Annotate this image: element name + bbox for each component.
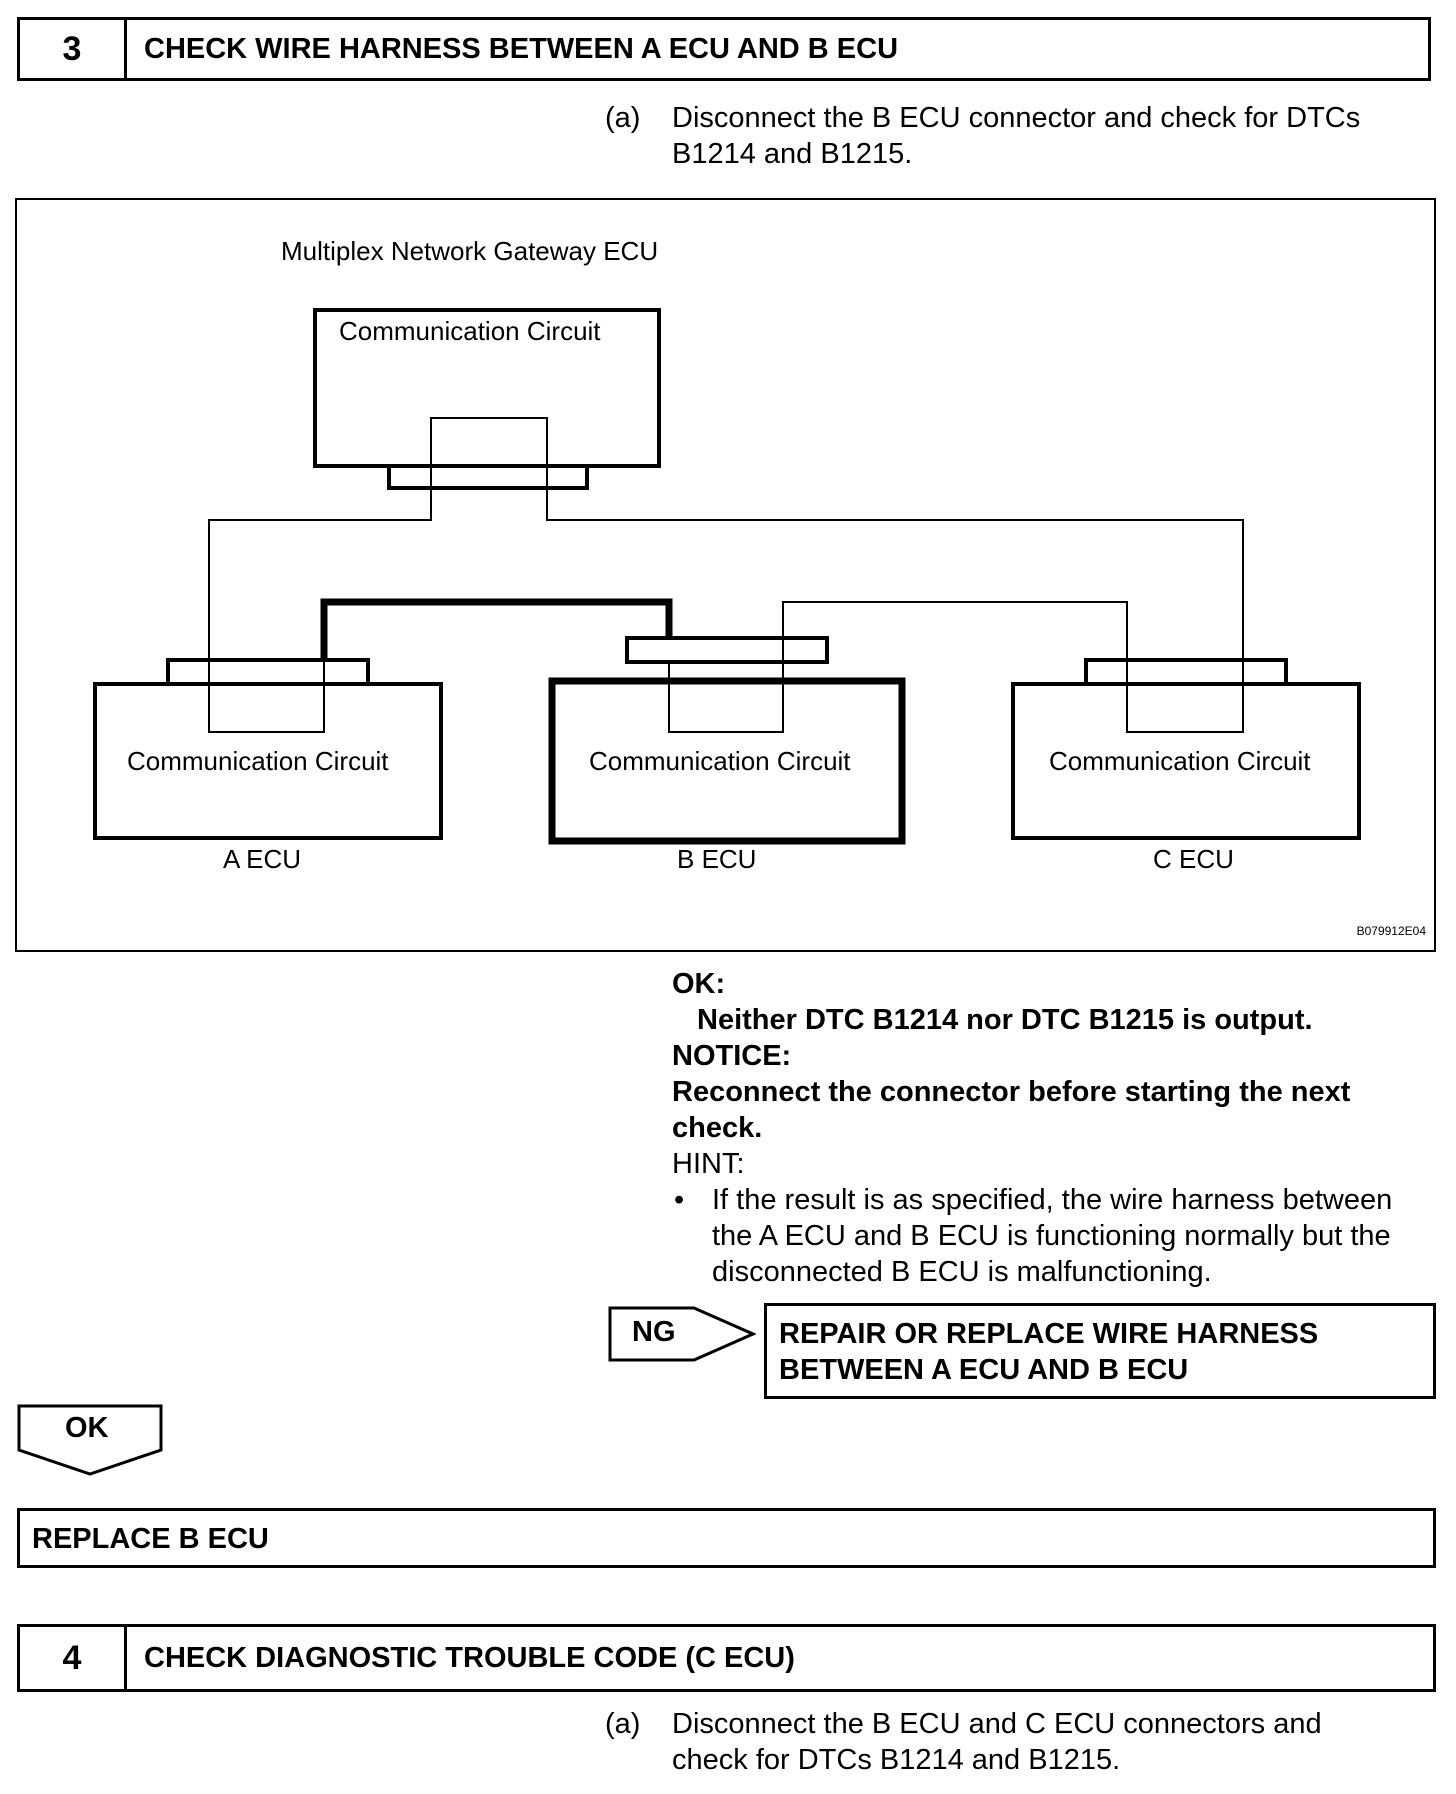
step-title: CHECK WIRE HARNESS BETWEEN A ECU AND B E…: [144, 32, 899, 65]
a-ecu-connector: [166, 658, 370, 686]
hint-label: HINT:: [672, 1148, 745, 1180]
ng-arrow: NG: [608, 1306, 756, 1362]
b-ecu-connector: [625, 636, 829, 664]
gateway-label: Multiplex Network Gateway ECU: [281, 236, 659, 266]
step-4-header: 4 CHECK DIAGNOSTIC TROUBLE CODE (C ECU): [17, 1624, 1436, 1692]
c-ecu-name: C ECU: [1153, 844, 1234, 874]
b-ecu-name: B ECU: [677, 844, 757, 874]
wire-harness-a-b: [320, 598, 673, 660]
ng-action-line: REPAIR OR REPLACE WIRE HARNESS: [779, 1318, 1319, 1350]
ok-arrow: OK: [17, 1404, 164, 1476]
instruction-marker: (a): [605, 102, 641, 134]
gateway-circuit-label: Communication Circuit: [339, 316, 601, 346]
instruction-line: Disconnect the B ECU connector and check…: [672, 102, 1361, 134]
gateway-terminal-loop: [430, 417, 548, 489]
ok-action-box: REPLACE B ECU: [17, 1508, 1436, 1568]
notice-label: NOTICE:: [672, 1040, 792, 1072]
ng-action-text: REPAIR OR REPLACE WIRE HARNESS BETWEEN A…: [779, 1316, 1318, 1388]
figure-code: B079912E04: [1356, 924, 1426, 938]
ok-label: OK:: [672, 968, 726, 1000]
c-ecu-connector: [1084, 658, 1288, 686]
wire-b-c-ecu: [782, 601, 1244, 733]
wire-b-ecu-terminal: [668, 662, 784, 733]
hint-text: the A ECU and B ECU is functioning norma…: [712, 1220, 1391, 1252]
wire-a-ecu-gateway: [208, 488, 432, 733]
gateway-connector: [387, 464, 589, 490]
step-title: CHECK DIAGNOSTIC TROUBLE CODE (C ECU): [144, 1641, 795, 1674]
notice-text: Reconnect the connector before starting …: [672, 1076, 1351, 1108]
b-ecu-circuit-label: Communication Circuit: [589, 746, 851, 776]
c-ecu-circuit-label: Communication Circuit: [1049, 746, 1311, 776]
ng-action-line: BETWEEN A ECU AND B ECU: [779, 1354, 1189, 1386]
wiring-diagram: Multiplex Network Gateway ECU Communicat…: [15, 198, 1436, 952]
wire-c-ecu-gateway: [546, 488, 1244, 660]
instruction-line: check for DTCs B1214 and B1215.: [672, 1744, 1121, 1776]
ok-label: OK: [65, 1412, 109, 1444]
a-ecu-name: A ECU: [223, 844, 302, 874]
instruction-line: B1214 and B1215.: [672, 138, 913, 170]
step-number: 4: [20, 1627, 127, 1689]
hint-text: If the result is as specified, the wire …: [712, 1184, 1393, 1216]
ng-label: NG: [632, 1316, 676, 1348]
a-ecu-circuit-label: Communication Circuit: [127, 746, 389, 776]
b-ecu-box: [548, 677, 906, 845]
notice-text: check.: [672, 1112, 763, 1144]
ng-action-box: REPAIR OR REPLACE WIRE HARNESS BETWEEN A…: [764, 1303, 1436, 1399]
hint-item: • If the result is as specified, the wir…: [672, 1182, 1392, 1290]
step-number: 3: [20, 20, 127, 78]
ok-action-text: REPLACE B ECU: [32, 1523, 269, 1555]
hint-text: disconnected B ECU is malfunctioning.: [712, 1256, 1212, 1288]
step-3-header: 3 CHECK WIRE HARNESS BETWEEN A ECU AND B…: [17, 17, 1431, 81]
ok-text: Neither DTC B1214 nor DTC B1215 is outpu…: [697, 1004, 1313, 1036]
wiring-diagram-svg: [93, 308, 1361, 845]
instruction-marker: (a): [605, 1708, 641, 1740]
instruction-line: Disconnect the B ECU and C ECU connector…: [672, 1708, 1322, 1740]
hint-bullet: •: [674, 1184, 685, 1216]
result-block: OK: Neither DTC B1214 nor DTC B1215 is o…: [672, 966, 1392, 1290]
